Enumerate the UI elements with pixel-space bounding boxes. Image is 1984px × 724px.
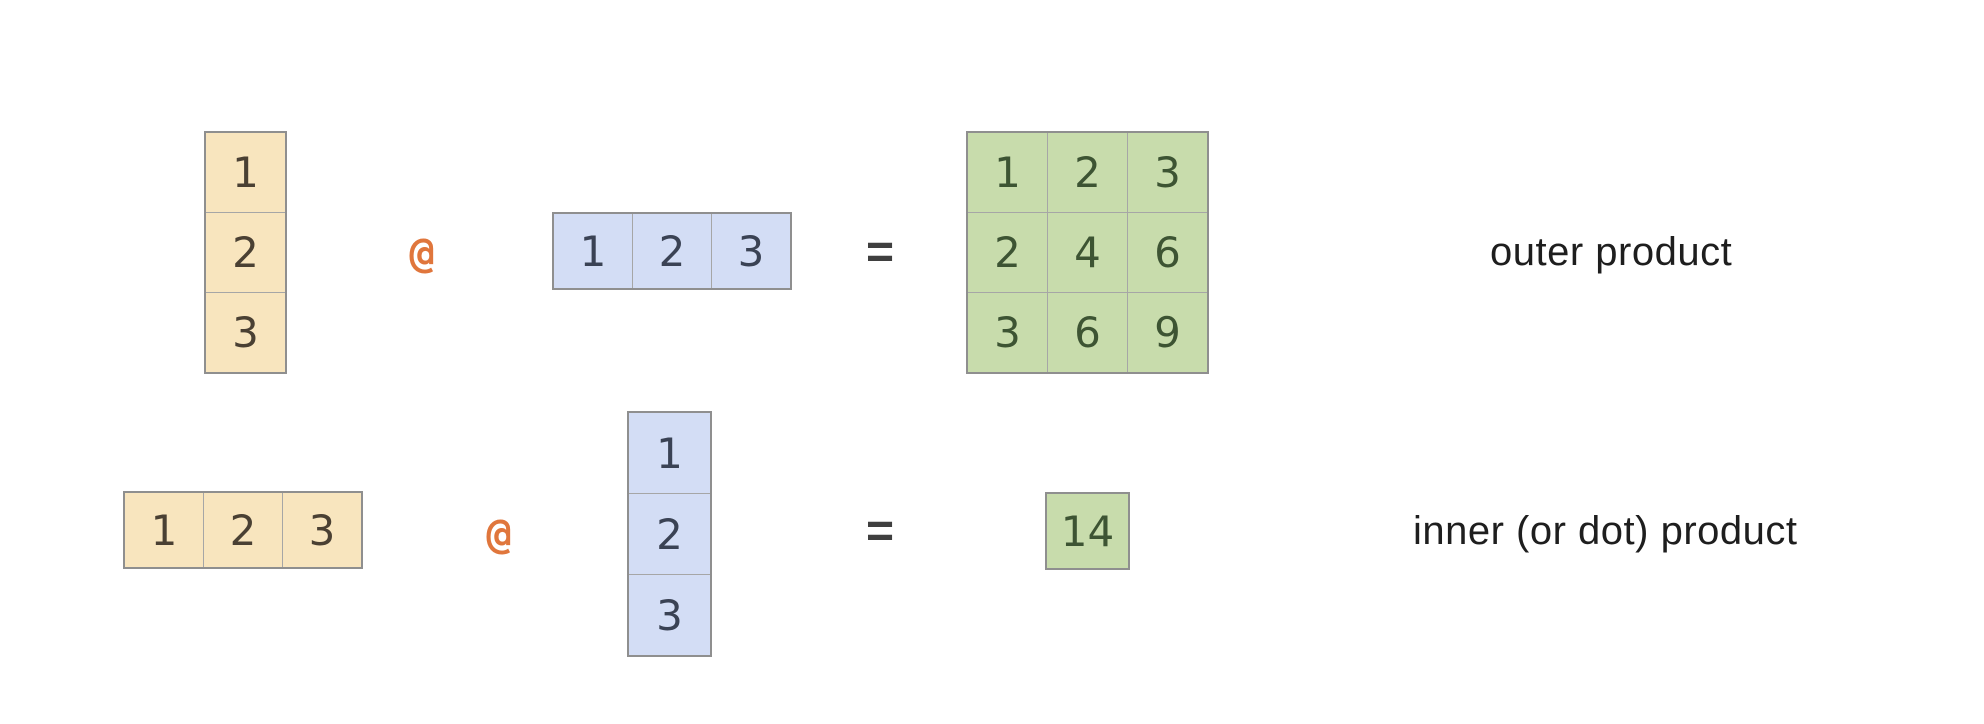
outer-result-matrix: 1 2 3 2 4 6 3 6 9: [966, 131, 1209, 374]
outer-left-column-vector: 1 2 3: [204, 131, 287, 374]
matrix-cell: 4: [1048, 213, 1127, 292]
vector-cell: 3: [206, 293, 285, 372]
vector-cell: 2: [629, 494, 710, 574]
vector-cell: 1: [206, 133, 285, 212]
matrix-cell: 6: [1048, 293, 1127, 372]
matmul-at-operator: @: [486, 508, 512, 558]
matrix-cell: 6: [1128, 213, 1207, 292]
vector-cell: 3: [283, 493, 361, 567]
matrix-cell: 2: [968, 213, 1047, 292]
inner-left-row-vector: 1 2 3: [123, 491, 363, 569]
vector-cell: 1: [629, 413, 710, 493]
matrix-cell: 3: [1128, 133, 1207, 212]
vector-cell: 2: [206, 213, 285, 292]
vector-cell: 2: [204, 493, 282, 567]
matrix-cell: 2: [1048, 133, 1127, 212]
matmul-at-operator: @: [409, 227, 435, 277]
inner-right-column-vector: 1 2 3: [627, 411, 712, 657]
matrix-cell: 14: [1047, 494, 1128, 568]
vector-cell: 1: [125, 493, 203, 567]
matrix-cell: 1: [968, 133, 1047, 212]
matrix-cell: 9: [1128, 293, 1207, 372]
outer-right-row-vector: 1 2 3: [552, 212, 792, 290]
inner-result-scalar-cell: 14: [1045, 492, 1130, 570]
outer-product-label: outer product: [1490, 229, 1733, 274]
vector-cell: 1: [554, 214, 632, 288]
equals-sign: =: [865, 504, 895, 558]
vector-cell: 3: [629, 575, 710, 655]
inner-product-label: inner (or dot) product: [1413, 508, 1798, 553]
equals-sign: =: [865, 225, 895, 279]
vector-cell: 3: [712, 214, 790, 288]
vector-cell: 2: [633, 214, 711, 288]
matrix-cell: 3: [968, 293, 1047, 372]
